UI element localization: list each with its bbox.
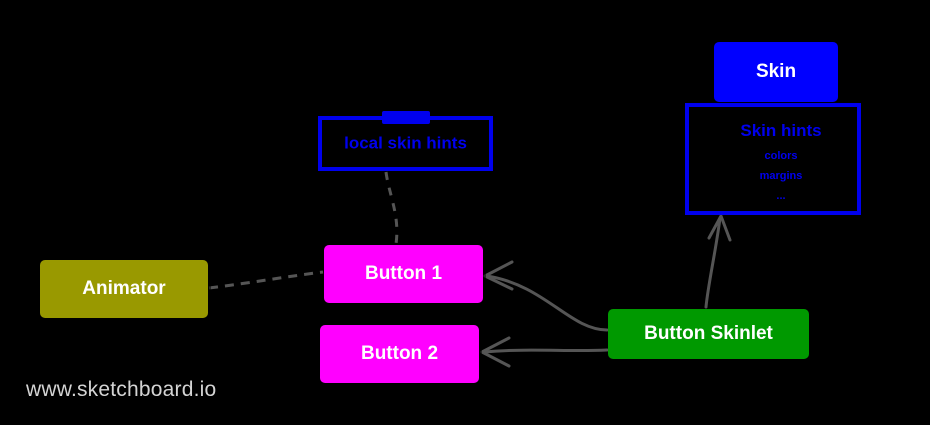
skin-hints-title: Skin hints [740,121,822,140]
arrowhead-skin-hints [707,214,732,242]
skin-hints-item-colors: colors [764,150,798,162]
node-local-skin-hints[interactable]: local skin hints [318,111,493,171]
note-handle-icon [382,111,430,124]
node-button-skinlet-label: Button Skinlet [644,322,773,344]
connector-skinlet-to-skin-hints [704,216,722,309]
node-button-skinlet[interactable]: Button Skinlet [608,309,809,359]
connector-skinlet-to-button2 [482,348,609,354]
arrowhead-button1 [483,260,514,291]
skin-hints-item-margins: margins [759,170,803,182]
node-local-skin-hints-label: local skin hints [344,133,467,153]
watermark: www.sketchboard.io [26,378,217,401]
node-button-1-label: Button 1 [364,262,443,284]
connector-animator-to-button1 [208,270,324,290]
node-button-2-label: Button 2 [360,342,439,364]
node-skin-hints[interactable]: Skin hints colors margins ... [685,103,861,215]
node-button-1[interactable]: Button 1 [324,245,483,303]
arrowhead-button2 [480,336,511,368]
node-animator-label: Animator [82,277,166,299]
connector-local-skin-hints-to-button1 [384,171,399,245]
node-skin[interactable]: Skin [714,42,838,102]
connector-skinlet-to-button1 [485,274,609,332]
node-skin-label: Skin [755,60,797,82]
node-button-2[interactable]: Button 2 [320,325,479,383]
skin-hints-item-ellipsis: ... [776,190,786,202]
node-animator[interactable]: Animator [40,260,208,318]
